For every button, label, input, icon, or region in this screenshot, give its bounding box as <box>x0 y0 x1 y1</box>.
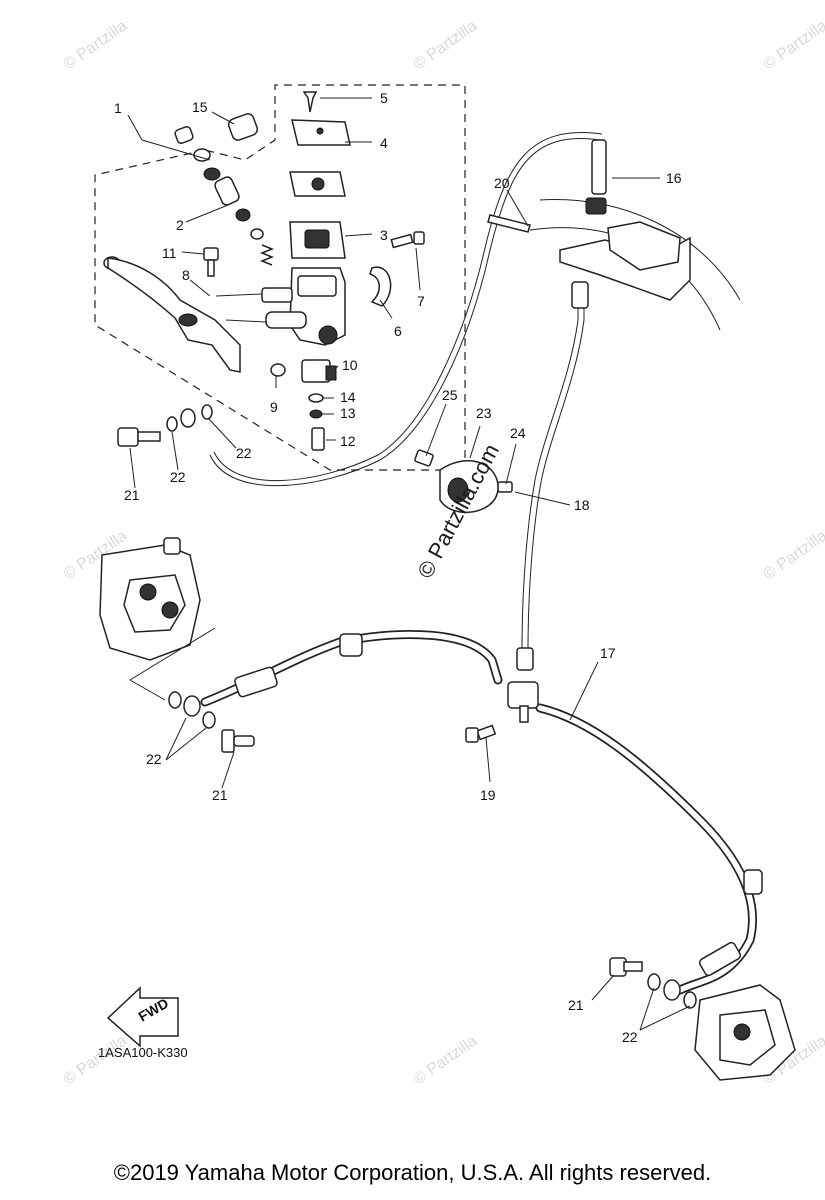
callout-12: 12 <box>340 433 356 449</box>
fwd-arrow: FWD <box>106 986 179 1048</box>
right-caliper <box>609 957 796 1081</box>
callout-16: 16 <box>666 170 682 186</box>
callout-18: 18 <box>574 497 590 513</box>
watermark-text: © Partzilla <box>761 17 825 73</box>
callout-9: 9 <box>270 399 278 415</box>
master-cylinder <box>261 267 346 346</box>
callout-22-lower-right: 22 <box>622 1029 638 1045</box>
piston-kit <box>174 126 275 266</box>
lower-brake-hose <box>200 630 763 995</box>
callout-10: 10 <box>342 357 358 373</box>
callout-3: 3 <box>380 227 388 243</box>
callout-11: 11 <box>162 245 177 261</box>
brake-line-18 <box>521 290 579 651</box>
callout-13: 13 <box>340 405 356 421</box>
callout-17: 17 <box>600 645 616 661</box>
callout-labels: 1 2 3 4 5 6 7 8 9 10 11 12 13 14 15 16 1… <box>114 90 682 1045</box>
tee-fitting <box>465 681 539 743</box>
watermark-text: © Partzilla <box>61 17 131 73</box>
callout-22-upper-a: 22 <box>170 469 186 485</box>
callout-22-upper-b: 22 <box>236 445 252 461</box>
callout-5: 5 <box>380 90 388 106</box>
left-caliper <box>99 537 216 701</box>
callout-15: 15 <box>192 99 208 115</box>
brake-parts-diagram: © Partzilla © Partzilla © Partzilla © Pa… <box>61 17 825 1088</box>
callout-7: 7 <box>417 293 425 309</box>
callout-2: 2 <box>176 217 184 233</box>
watermark-text: © Partzilla <box>761 527 825 583</box>
watermark-text: © Partzilla <box>411 17 481 73</box>
small-bolts <box>203 231 425 451</box>
callout-14: 14 <box>340 389 356 405</box>
right-control-housing <box>487 139 741 331</box>
upper-banjo <box>117 404 213 447</box>
callout-23: 23 <box>476 405 492 421</box>
callout-25: 25 <box>442 387 458 403</box>
callout-8: 8 <box>182 267 190 283</box>
callout-22-lower-left: 22 <box>146 751 162 767</box>
copyright-footer: ©2019 Yamaha Motor Corporation, U.S.A. A… <box>113 1160 712 1185</box>
brake-line-18b <box>527 290 585 651</box>
callout-leaders <box>127 97 691 1031</box>
clamp-part-6 <box>369 266 392 307</box>
callout-21-lower-left: 21 <box>212 787 228 803</box>
watermark-text: © Partzilla <box>61 1032 131 1088</box>
upper-hose-line <box>209 138 601 487</box>
callout-21-lower-right: 21 <box>568 997 584 1013</box>
callout-20: 20 <box>494 175 510 191</box>
upper-hose-line-b <box>213 132 603 482</box>
callout-6: 6 <box>394 323 402 339</box>
watermark-text: © Partzilla <box>411 1032 481 1088</box>
callout-24: 24 <box>510 425 526 441</box>
callout-1: 1 <box>114 100 122 116</box>
line-fitting <box>516 647 534 671</box>
diagram-code: 1ASA100-K330 <box>98 1045 188 1060</box>
reservoir-parts <box>289 91 351 259</box>
line-fitting <box>571 281 589 309</box>
callout-19: 19 <box>480 787 496 803</box>
callout-21-upper: 21 <box>124 487 140 503</box>
lower-left-banjo <box>168 691 255 753</box>
junction-block <box>414 449 513 514</box>
callout-4: 4 <box>380 135 388 151</box>
brake-lever <box>103 256 241 373</box>
brake-switch <box>270 359 337 419</box>
boot-part-15 <box>227 113 259 141</box>
